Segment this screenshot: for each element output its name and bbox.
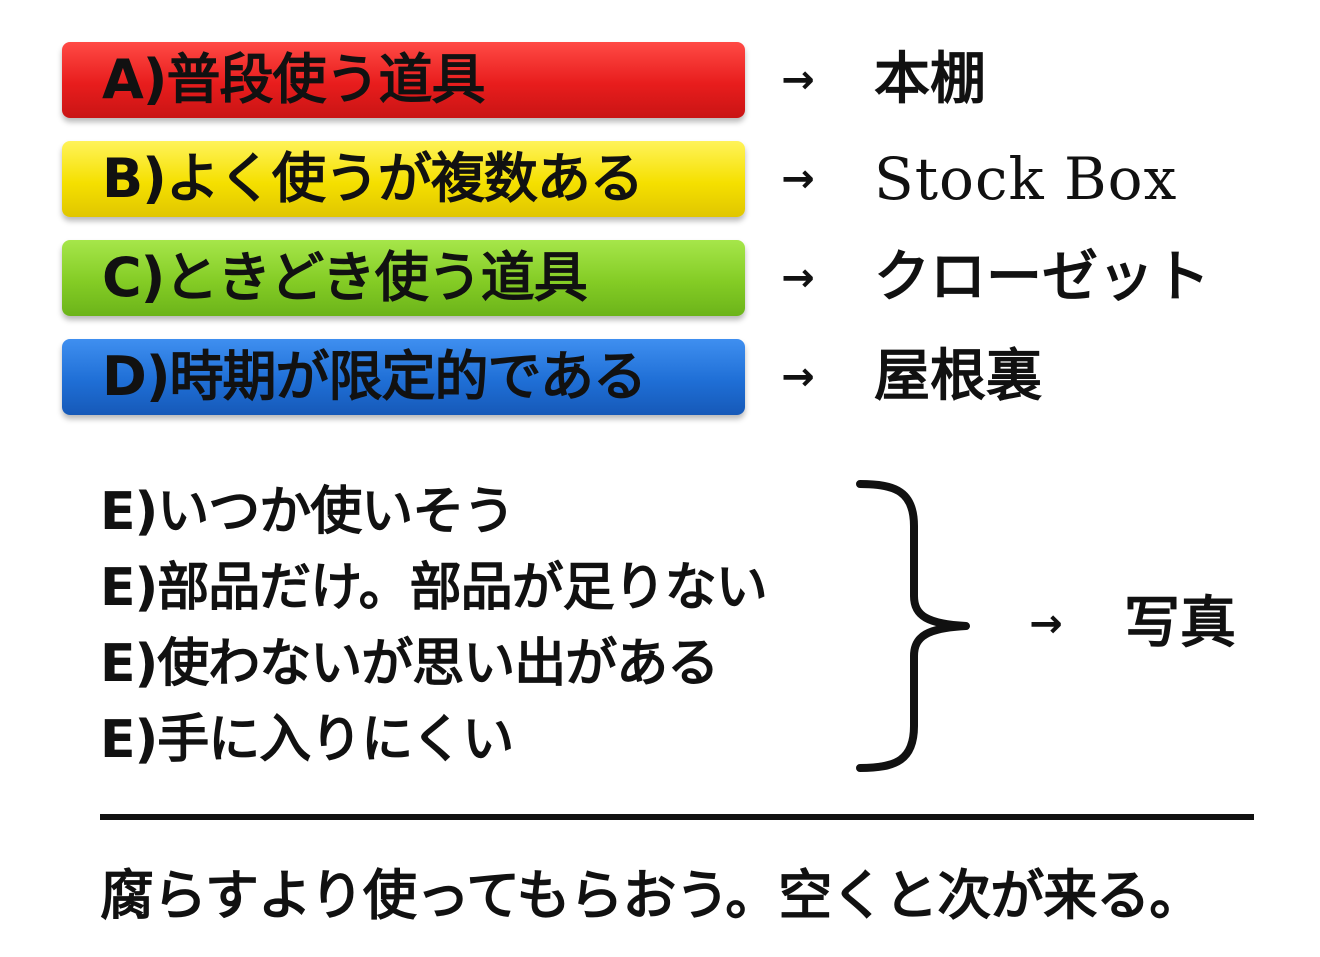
destination-d: 屋根裏 xyxy=(874,344,1042,409)
arrow-icon: → xyxy=(1029,601,1063,647)
category-label-a: A)普段使う道具 xyxy=(102,48,485,111)
footer-statement: 腐らすより使ってもらおう。空くと次が来る。 xyxy=(100,864,1203,927)
destination-e: 写真 xyxy=(1124,591,1236,656)
category-label-c: C)ときどき使う道具 xyxy=(102,246,588,309)
category-bar-c: C)ときどき使う道具 xyxy=(62,240,745,316)
arrow-icon: → xyxy=(781,354,815,400)
destination-a: 本棚 xyxy=(874,47,986,112)
category-bar-d: D)時期が限定的である xyxy=(62,339,745,415)
e-item-1: E)いつか使いそう xyxy=(100,482,515,542)
curly-brace-icon xyxy=(856,480,970,772)
category-bar-a: A)普段使う道具 xyxy=(62,42,745,118)
destination-b: Stock Box xyxy=(874,145,1178,213)
destination-c: クローゼット xyxy=(874,245,1210,310)
arrow-icon: → xyxy=(781,57,815,103)
e-item-4: E)手に入りにくい xyxy=(100,710,514,770)
e-item-3: E)使わないが思い出がある xyxy=(100,634,719,694)
arrow-icon: → xyxy=(781,255,815,301)
arrow-icon: → xyxy=(781,156,815,202)
category-label-d: D)時期が限定的である xyxy=(102,345,647,408)
e-item-2: E)部品だけ。部品が足りない xyxy=(100,558,768,618)
divider xyxy=(100,814,1254,820)
category-bar-b: B)よく使うが複数ある xyxy=(62,141,745,217)
category-label-b: B)よく使うが複数ある xyxy=(102,147,644,210)
